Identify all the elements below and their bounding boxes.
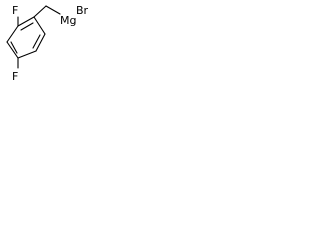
atom-label-fluorine-bottom: F: [12, 70, 18, 83]
ring-double-bond-2: [32, 34, 41, 49]
ring-bond-1: [17, 16, 35, 27]
ring-bond-3: [35, 33, 46, 52]
benzene-ring: [6, 16, 46, 59]
bond-ring-to-ch2: [33, 5, 47, 18]
atom-label-bromine: Br: [76, 4, 89, 17]
ring-bond-2: [33, 16, 46, 35]
ring-bond-5: [6, 41, 19, 59]
ring-double-bond-3: [10, 41, 18, 54]
ring-bond-6: [6, 25, 19, 43]
bond-ch2-to-mg: [45, 5, 61, 15]
structure-diagram: F F Mg Br: [6, 4, 89, 83]
atom-label-magnesium: Mg: [60, 14, 76, 27]
atom-label-fluorine-top: F: [12, 4, 18, 17]
ring-double-bond-1: [20, 22, 34, 31]
ring-bond-4: [17, 50, 37, 59]
